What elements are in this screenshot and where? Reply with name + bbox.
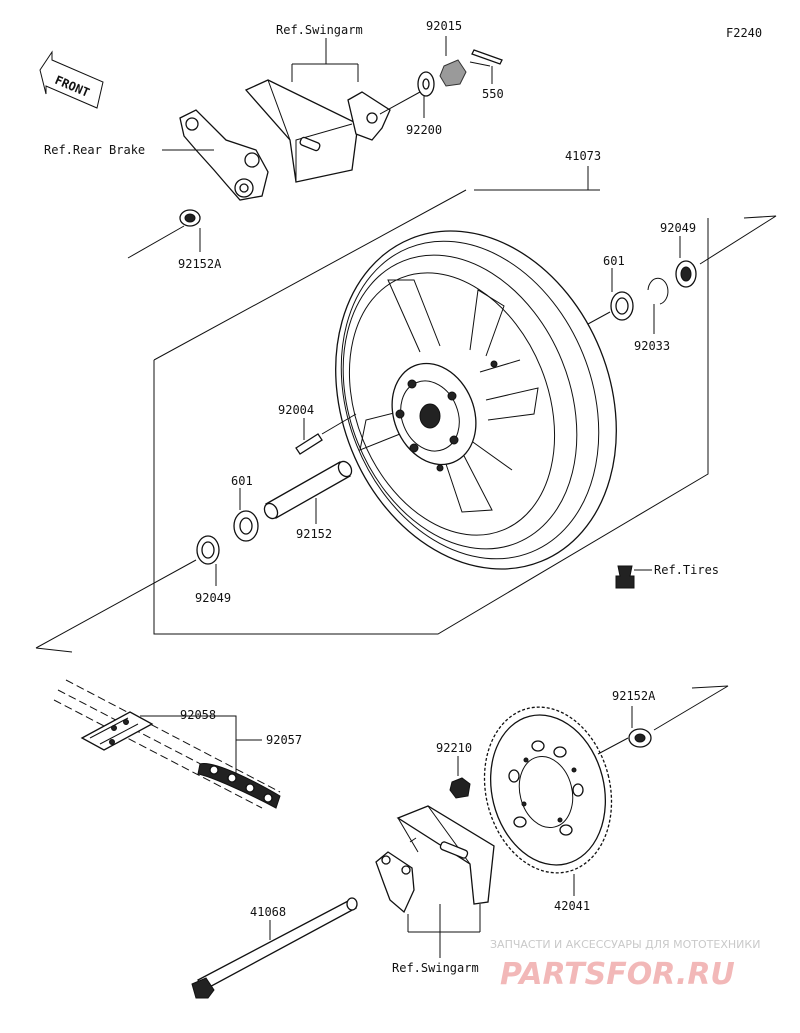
watermark-brand: PARTSFOR.RU — [500, 957, 735, 992]
collar-92152a-top: 92152A — [127, 209, 222, 271]
front-direction-arrow: FRONT — [39, 50, 104, 109]
part-92152-label: 92152 — [296, 527, 332, 541]
brake-caliper-bracket — [179, 109, 269, 201]
swingarm-end-top — [244, 79, 391, 183]
swingarm-end-bottom: Ref.Swingarm — [375, 805, 495, 975]
nut-92210: 92210 — [436, 741, 472, 799]
rear-sprocket-42041: 42041 — [483, 706, 613, 913]
ball-bearing-601-bottom: 601 — [231, 474, 259, 542]
ref-swingarm-top-label: Ref.Swingarm — [276, 23, 363, 37]
wheel-assembly-41073: 41073 — [153, 149, 709, 635]
part-92200-label: 92200 — [406, 123, 442, 137]
part-92015-label: 92015 — [426, 19, 462, 33]
ref-rear-brake-label: Ref.Rear Brake — [44, 143, 145, 157]
ball-bearing-601-top: 601 — [587, 254, 634, 325]
part-92033-label: 92033 — [634, 339, 670, 353]
oil-seal-92049-top: 92049 — [660, 215, 777, 288]
part-92058-label: 92058 — [180, 708, 216, 722]
ref-rear-brake-callout: Ref.Rear Brake — [44, 143, 214, 157]
rear-axle-41068: 41068 — [191, 897, 358, 999]
spacer-92152: 92152 — [263, 460, 353, 541]
watermark-tagline: ЗАПЧАСТИ И АКСЕССУАРЫ ДЛЯ МОТОТЕХНИКИ — [490, 938, 760, 951]
part-92152a-bottom-label: 92152A — [612, 689, 656, 703]
part-92049-top-label: 92049 — [660, 221, 696, 235]
part-92210-label: 92210 — [436, 741, 472, 755]
front-label: FRONT — [53, 73, 92, 100]
oil-seal-92049-bottom: 92049 — [35, 535, 231, 653]
ref-tires-label: Ref.Tires — [654, 563, 719, 577]
circlip-92033: 92033 — [634, 277, 670, 353]
master-link-callouts: 92058 92057 — [140, 708, 302, 774]
figure-code: F2240 — [726, 26, 762, 40]
part-41068-label: 41068 — [250, 905, 286, 919]
part-92049-bottom-label: 92049 — [195, 591, 231, 605]
axle-nut-92015: 92015 92200 — [379, 19, 467, 137]
cotter-pin-550: 550 — [469, 49, 504, 101]
part-92004-label: 92004 — [278, 403, 314, 417]
part-601-bottom-label: 601 — [231, 474, 253, 488]
part-601-top-label: 601 — [603, 254, 625, 268]
part-42041-label: 42041 — [554, 899, 590, 913]
part-550-label: 550 — [482, 87, 504, 101]
part-92057-label: 92057 — [266, 733, 302, 747]
watermark: ЗАПЧАСТИ И АКСЕССУАРЫ ДЛЯ МОТОТЕХНИКИ PA… — [490, 938, 760, 992]
stud-92004: 92004 — [278, 403, 357, 455]
part-41073-label: 41073 — [565, 149, 601, 163]
drive-chain — [53, 679, 281, 809]
collar-92152a-bottom: 92152A — [597, 685, 729, 755]
rear-wheel-rim — [335, 230, 617, 570]
ref-swingarm-top-callout: Ref.Swingarm — [276, 23, 363, 82]
ref-swingarm-bottom-label: Ref.Swingarm — [392, 961, 479, 975]
tire-valve: Ref.Tires — [615, 563, 719, 589]
part-92152a-top-label: 92152A — [178, 257, 222, 271]
